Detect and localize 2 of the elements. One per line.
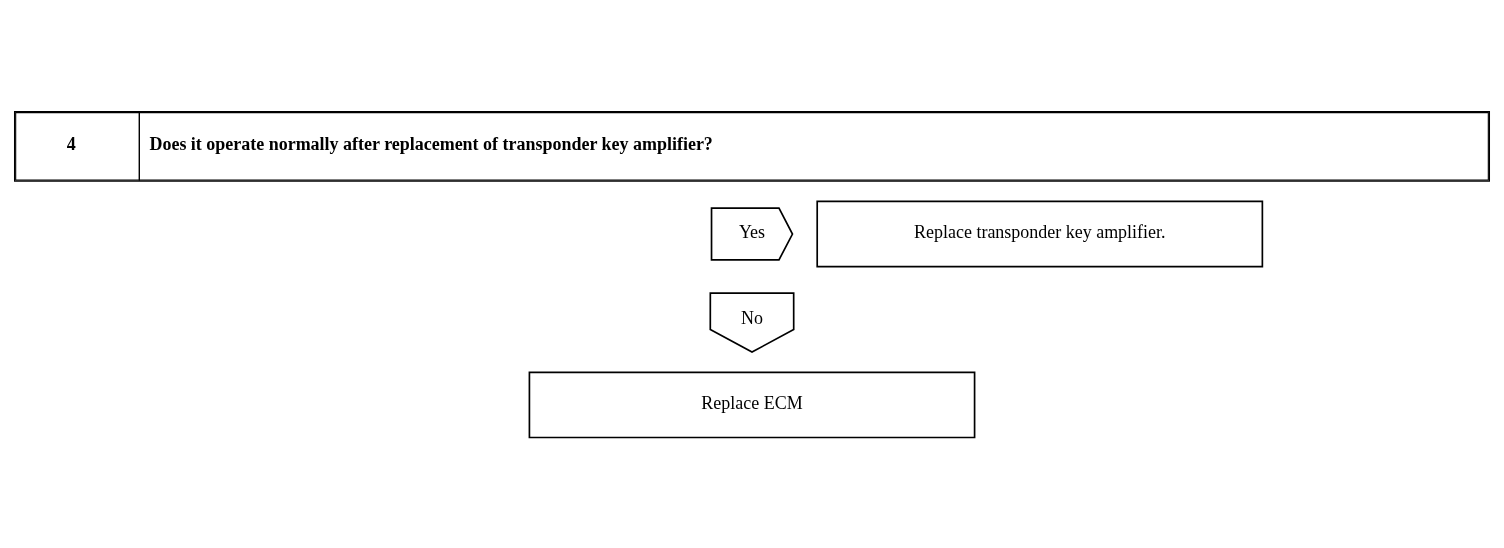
node-box: Replace ECM (528, 370, 976, 438)
node-box: Replace transponder key amplifier. (816, 200, 1264, 267)
